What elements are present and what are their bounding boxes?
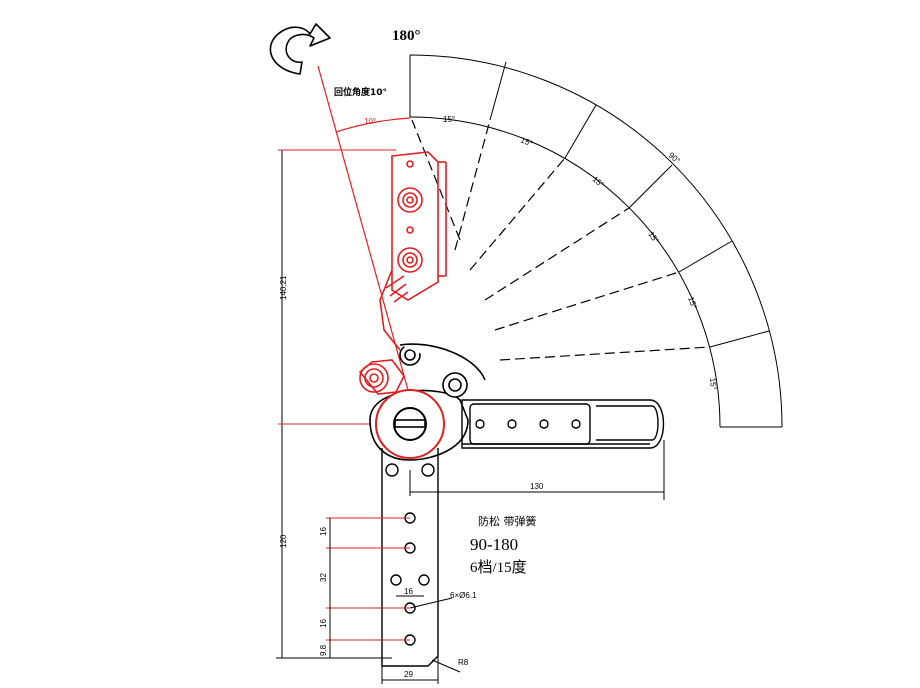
height-dimension xyxy=(276,150,392,659)
hinge-pivot xyxy=(375,389,445,459)
holes-callout: 6×Ø6.1 xyxy=(450,591,477,600)
angle-90-label: 90° xyxy=(667,151,682,166)
protractor xyxy=(409,54,783,428)
bar-width-dimension xyxy=(381,656,439,684)
hole-spacing-2: 32 xyxy=(319,573,328,582)
note-line-3: 6档/15度 xyxy=(470,559,527,576)
rotate-arrow-icon xyxy=(269,23,331,75)
return-angle-dim: 10° xyxy=(364,117,376,126)
step-label: 15° xyxy=(646,230,660,245)
height-top-dim: 140.21 xyxy=(279,275,288,300)
return-angle-label: 回位角度10° xyxy=(334,86,387,98)
step-label: 15° xyxy=(708,377,718,390)
step-label: 15° xyxy=(443,115,455,124)
note-line-2: 90-180 xyxy=(470,535,518,554)
arm-width-dimension xyxy=(409,440,665,500)
return-angle xyxy=(317,65,411,391)
angle-max-label: 180° xyxy=(392,28,421,44)
hole-pitch: 16 xyxy=(404,587,413,596)
bottom-offset: 9.8 xyxy=(319,644,328,656)
step-label: 15° xyxy=(686,296,699,310)
angle-step-lines xyxy=(411,119,711,361)
hole-spacing-3: 16 xyxy=(319,619,328,628)
raised-arm-red xyxy=(358,151,447,395)
holes-leader xyxy=(409,597,453,609)
bar-width-dim: 29 xyxy=(404,670,413,679)
hole-spacing-1: 16 xyxy=(319,527,328,536)
radius-callout: R8 xyxy=(458,658,469,667)
radius-leader xyxy=(431,659,461,673)
step-label: 15° xyxy=(519,136,534,149)
arm-width-dim: 130 xyxy=(530,482,544,491)
note-line-1: 防松 带弹簧 xyxy=(478,514,537,528)
hole-spacing-red xyxy=(326,517,410,641)
height-bottom-dim: 120 xyxy=(279,534,288,548)
horizontal-arm xyxy=(461,399,665,449)
